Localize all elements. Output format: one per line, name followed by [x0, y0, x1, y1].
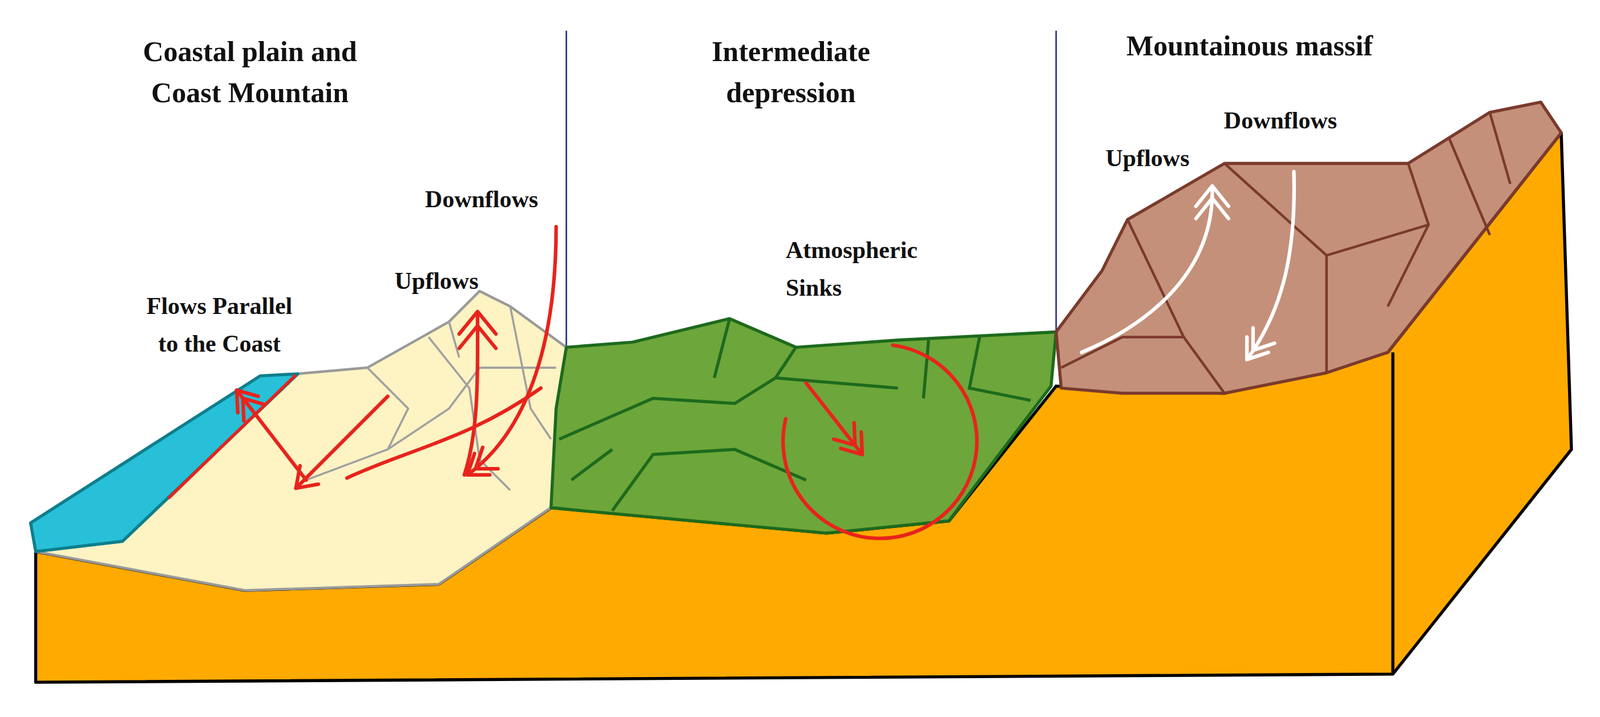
sea — [30, 373, 299, 552]
depression-relief — [559, 318, 1031, 511]
coastal-relief — [305, 306, 556, 491]
flow-label: Upflows — [1090, 139, 1205, 177]
parallel-flow — [236, 389, 307, 480]
flow-label: Downflows — [1211, 101, 1349, 140]
white-flow-arrows — [1081, 171, 1295, 360]
upflow — [1081, 187, 1213, 353]
arrow-head — [467, 447, 499, 475]
arrow-head — [833, 422, 863, 455]
flow-label: Downflows — [413, 180, 551, 218]
massif-relief — [1061, 112, 1511, 394]
flow-label: Upflows — [379, 261, 494, 300]
zone-heading: Coastal plain and Coast Mountain — [115, 30, 385, 113]
arrow-head — [296, 465, 319, 488]
arrow-head — [459, 311, 496, 349]
massif — [1056, 102, 1562, 394]
return-flow — [346, 388, 541, 478]
sink-loop — [782, 345, 977, 539]
red-flow-arrows — [236, 226, 977, 539]
downflow — [467, 226, 557, 475]
zone-separator — [565, 30, 568, 348]
parallel-flow — [296, 396, 389, 488]
flow-label: Flows Parallel to the Coast — [138, 287, 301, 363]
arrow-head — [1246, 327, 1275, 359]
arrow-head — [1196, 186, 1229, 219]
coastline — [168, 374, 297, 499]
zone-separator — [1055, 30, 1058, 334]
flow-label: Atmospheric Sinks — [785, 231, 935, 307]
arrow-head — [236, 389, 265, 421]
block-edge — [1391, 352, 1395, 674]
coastal-plain — [35, 291, 567, 591]
sink-flow — [806, 382, 863, 455]
zone-heading: Mountainous massif — [1101, 25, 1399, 67]
zone-heading: Intermediate depression — [685, 30, 897, 113]
downflow — [1246, 171, 1295, 360]
